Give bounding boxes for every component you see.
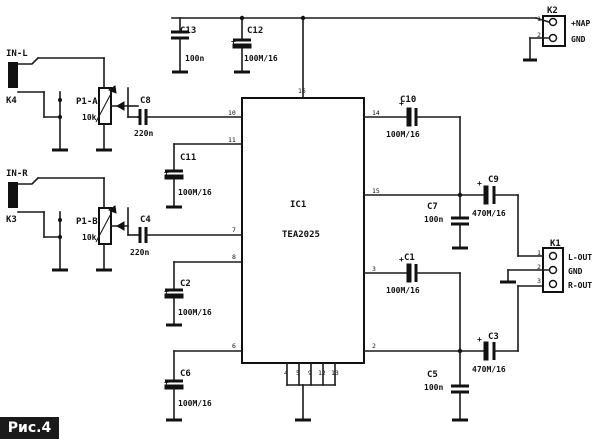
c8-ref: C8 — [140, 96, 151, 106]
ic1-part: TEA2025 — [282, 230, 320, 240]
c11-ref: C11 — [180, 153, 196, 163]
k2-label-gnd: GND — [571, 35, 586, 44]
ic1-pin-6: 6 — [232, 342, 236, 350]
c3-value: 470M/16 — [472, 365, 506, 374]
capacitor-c4: C4 220n — [127, 215, 243, 257]
c10-ref: C10 — [400, 95, 416, 105]
connector-k2: K2 1 2 +NAP GND — [523, 6, 590, 62]
ic1-pin-16: 16 — [298, 87, 306, 95]
c1-value: 100M/16 — [386, 286, 420, 295]
k1-pin1: 1 — [537, 249, 541, 257]
k2-label-nap: +NAP — [571, 19, 590, 28]
p1a-ref: P1-A — [76, 97, 98, 107]
potentiometer-p1a: P1-A 10k — [37, 57, 129, 152]
capacitor-c11: + C11 100M/16 — [164, 143, 243, 209]
c4-value: 220n — [130, 248, 149, 257]
c13-ref: C13 — [180, 26, 196, 36]
c2-plus: + — [164, 287, 169, 296]
c4-ref: C4 — [140, 215, 151, 225]
ic1-pin-9: 9 — [308, 369, 312, 377]
c9-value: 470M/16 — [472, 209, 506, 218]
c1-plus: + — [399, 255, 404, 264]
capacitor-c5: C5 100n — [424, 350, 469, 422]
ic1-chip: IC1 TEA2025 10 11 7 8 6 16 14 15 3 2 4 5… — [228, 87, 380, 377]
c1-ref: C1 — [404, 253, 415, 263]
c8-value: 220n — [134, 129, 153, 138]
c6-value: 100M/16 — [178, 399, 212, 408]
c2-ref: C2 — [180, 279, 191, 289]
ic1-pin-2: 2 — [372, 342, 376, 350]
k4-ref: K4 — [6, 96, 17, 106]
capacitor-c6: + C6 100M/16 — [164, 350, 243, 422]
k3-label: IN-R — [6, 169, 28, 179]
capacitor-c7: C7 100n — [424, 194, 469, 250]
input-jack-k4: IN-L K4 — [6, 49, 68, 152]
c2-value: 100M/16 — [178, 308, 212, 317]
ic1-pin-14: 14 — [372, 109, 380, 117]
ic1-pin-12: 12 — [318, 369, 326, 377]
c6-ref: C6 — [180, 369, 191, 379]
k2-ref: K2 — [547, 6, 558, 16]
k2-pin2: 2 — [537, 31, 541, 39]
ic1-ref: IC1 — [290, 200, 306, 210]
c7-value: 100n — [424, 215, 443, 224]
k4-label: IN-L — [6, 49, 28, 59]
capacitor-c1: + C1 100M/16 — [363, 253, 461, 352]
input-jack-k3: IN-R K3 — [6, 169, 68, 272]
c6-plus: + — [164, 378, 169, 387]
ic1-pin-3: 3 — [372, 265, 376, 273]
capacitor-c12: + C12 100M/16 — [231, 26, 278, 74]
capacitor-c8: C8 220n — [127, 96, 243, 138]
capacitor-c3: + C3 470M/16 — [472, 285, 544, 374]
capacitor-c2: + C2 100M/16 — [164, 261, 243, 327]
c11-value: 100M/16 — [178, 188, 212, 197]
c13-value: 100n — [185, 54, 204, 63]
ic1-pin-8: 8 — [232, 253, 236, 261]
power-rail — [171, 15, 537, 99]
k1-label-gnd: GND — [568, 267, 583, 276]
ic1-pin-15: 15 — [372, 187, 380, 195]
c11-plus: + — [164, 168, 169, 177]
figure-label: Рис.4 — [0, 417, 59, 439]
ic1-pin-4: 4 — [284, 369, 288, 377]
k1-label-rout: R-OUT — [568, 281, 592, 290]
potentiometer-p1b: P1-B 10k — [37, 177, 129, 272]
k1-pin2: 2 — [537, 263, 541, 271]
c10-value: 100M/16 — [386, 130, 420, 139]
k3-ref: K3 — [6, 215, 17, 225]
p1b-value: 10k — [82, 233, 97, 242]
k1-pin3: 3 — [537, 277, 541, 285]
ic1-pin-7: 7 — [232, 226, 236, 234]
c5-value: 100n — [424, 383, 443, 392]
capacitor-c13: C13 100n — [171, 26, 204, 74]
p1b-ref: P1-B — [76, 217, 98, 227]
c12-ref: C12 — [247, 26, 263, 36]
c9-plus: + — [477, 179, 482, 188]
connector-k1: K1 1 2 3 L-OUT GND R-OUT — [500, 239, 592, 293]
c9-ref: C9 — [488, 175, 499, 185]
ic1-pin-11: 11 — [228, 136, 236, 144]
ic1-ground-pins — [286, 362, 336, 422]
net-pin15-output — [363, 192, 485, 198]
p1a-value: 10k — [82, 113, 97, 122]
capacitor-c10: + C10 100M/16 — [363, 95, 461, 196]
ic1-pin-10: 10 — [228, 109, 236, 117]
k1-label-lout: L-OUT — [568, 253, 592, 262]
c7-ref: C7 — [427, 202, 438, 212]
c5-ref: C5 — [427, 370, 438, 380]
c12-value: 100M/16 — [244, 54, 278, 63]
net-pin2-output — [363, 348, 485, 354]
ic1-pin-5: 5 — [296, 369, 300, 377]
c3-ref: C3 — [488, 332, 499, 342]
k2-pin1: 1 — [537, 15, 541, 23]
c3-plus: + — [477, 335, 482, 344]
capacitor-c9: + C9 470M/16 — [472, 175, 544, 257]
k1-ref: K1 — [550, 239, 561, 249]
c12-plus: + — [231, 37, 236, 46]
c10-plus: + — [399, 99, 404, 108]
